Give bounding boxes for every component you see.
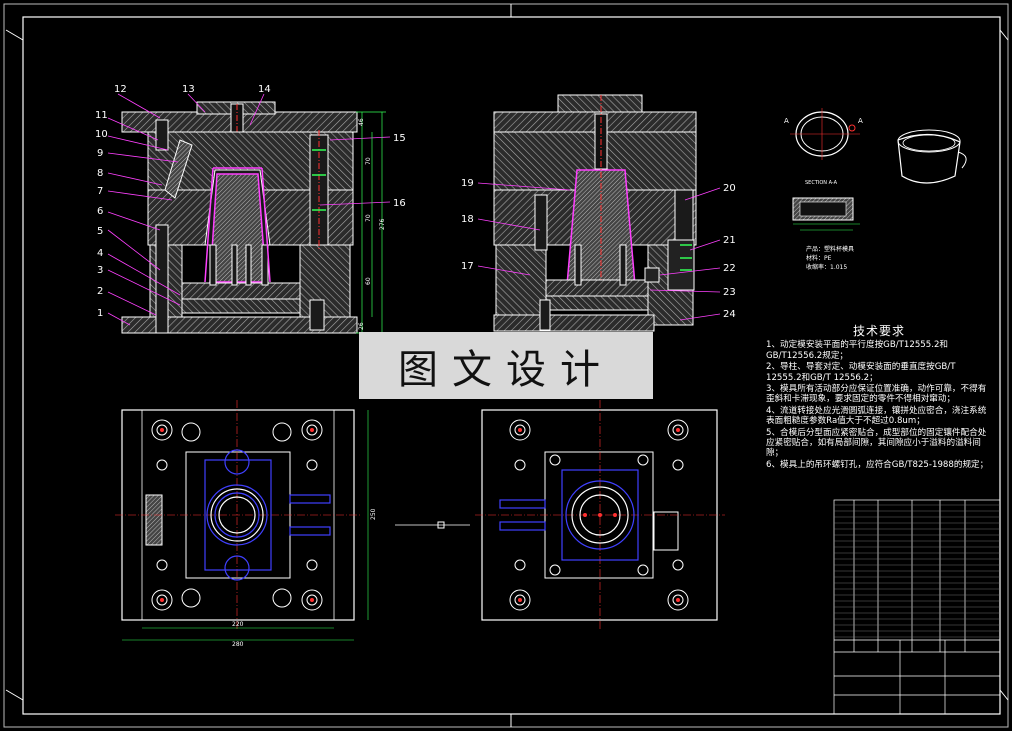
part-no-8: 8 [97, 168, 103, 179]
title-block [833, 499, 1001, 715]
part-no-5: 5 [97, 226, 103, 237]
tech-requirements-title: 技术要求 [852, 324, 905, 338]
dim-280: 280 [232, 641, 244, 648]
part-no-17: 17 [461, 261, 474, 272]
tech-item-6: 6、模具上的吊环螺钉孔，应符合GB/T825-1988的规定； [766, 459, 989, 470]
right-section-view [493, 94, 697, 332]
frame-marks [5, 4, 1009, 727]
part-no-10: 10 [95, 129, 108, 140]
dim-70b: 70 [365, 214, 372, 222]
part-no-19: 19 [461, 178, 474, 189]
section-label: SECTION A-A [805, 180, 838, 186]
part-info-shrink: 收缩率：1.015 [806, 263, 847, 271]
outer-frame [3, 3, 1009, 728]
dim-46: 46 [358, 118, 365, 126]
part-no-6: 6 [97, 206, 103, 217]
part-no-23: 23 [723, 287, 736, 298]
dim-70a: 70 [365, 157, 372, 165]
part-no-22: 22 [723, 263, 736, 274]
part-no-18: 18 [461, 214, 474, 225]
part-no-15: 15 [393, 133, 406, 144]
part-no-9: 9 [97, 148, 103, 159]
tech-item-1: 1、动定模安装平面的平行度按GB/T12555.2和GB/T12556.2规定； [766, 340, 949, 361]
dim-250: 250 [370, 508, 377, 520]
tech-item-2: 2、导柱、导套对定、动模安装面的垂直度按GB/T 12555.2和GB/T 12… [766, 362, 956, 383]
left-dim-text: 276 70 70 60 46 26 [358, 118, 386, 330]
part-no-13: 13 [182, 84, 195, 95]
part-info-material: 材料：PE [806, 254, 832, 262]
part-no-16: 16 [393, 198, 406, 209]
part-no-11: 11 [95, 110, 108, 121]
dim-276: 276 [379, 218, 386, 230]
plan-view-left: 220 280 250 [115, 400, 377, 648]
part-info: 产品：塑料杯模具 材料：PE 收缩率：1.015 [806, 245, 854, 271]
dim-220: 220 [232, 621, 244, 628]
title-block-rows [834, 504, 1000, 638]
part-no-3: 3 [97, 265, 103, 276]
tech-item-3: 3、模具所有活动部分应保证位置准确，动作可靠，不得有歪斜和卡滞现象，要求固定的零… [766, 384, 987, 405]
left-leaders [107, 93, 391, 326]
tech-item-5: 5、合模后分型面应紧密贴合，成型部位的固定镶件配合处应紧密贴合，如有局部间隙，其… [766, 427, 987, 459]
right-leaders [477, 182, 721, 321]
part-no-2: 2 [97, 286, 103, 297]
left-part-numbers: 12 13 14 11 10 9 8 7 6 5 4 3 2 1 15 16 [95, 84, 406, 319]
left-dimensions [356, 111, 386, 334]
part-info-product: 产品：塑料杯模具 [806, 245, 854, 253]
right-part-numbers: 19 18 17 20 21 22 23 24 [461, 178, 736, 320]
part-no-12: 12 [114, 84, 127, 95]
plan-view-right [475, 400, 725, 630]
tech-item-4: 4、流道转接处应光滑圆弧连接，镶拼处应密合，浇注系统表面粗糙度参数Ra值大于不超… [766, 405, 987, 427]
part-no-21: 21 [723, 235, 736, 246]
svg-text:A: A [784, 117, 789, 125]
tech-requirements: 技术要求 1、动定模安装平面的平行度按GB/T12555.2和GB/T12556… [766, 325, 992, 471]
left-section-view [121, 101, 358, 334]
part-no-4: 4 [97, 248, 103, 259]
dim-26: 26 [358, 322, 365, 330]
part-no-7: 7 [97, 186, 103, 197]
svg-text:A: A [858, 117, 863, 125]
product-sketch: A A SECTION A-A [784, 108, 967, 231]
part-no-14: 14 [258, 84, 271, 95]
part-no-24: 24 [723, 309, 736, 320]
part-no-1: 1 [97, 308, 103, 319]
part-no-20: 20 [723, 183, 736, 194]
dim-60: 60 [365, 277, 372, 285]
watermark: 图文设计 [359, 332, 653, 399]
